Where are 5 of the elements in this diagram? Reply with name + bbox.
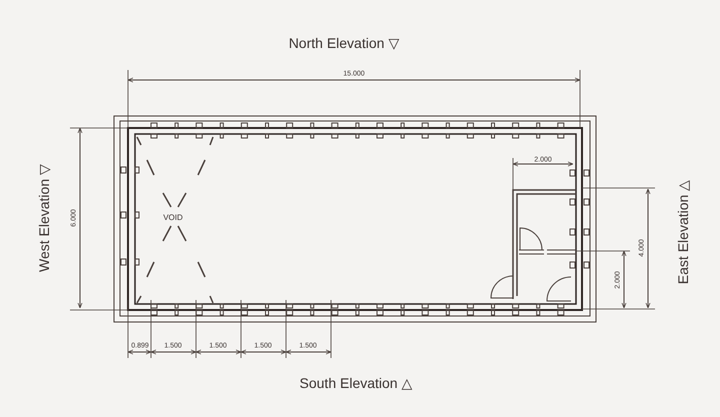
- view-label: East Elevation △: [676, 180, 690, 284]
- view-label: South Elevation △: [300, 376, 412, 390]
- view-label: North Elevation ▽: [288, 36, 400, 50]
- area-label: VOID: [163, 214, 183, 222]
- view-label: West Elevation ▽: [37, 164, 51, 272]
